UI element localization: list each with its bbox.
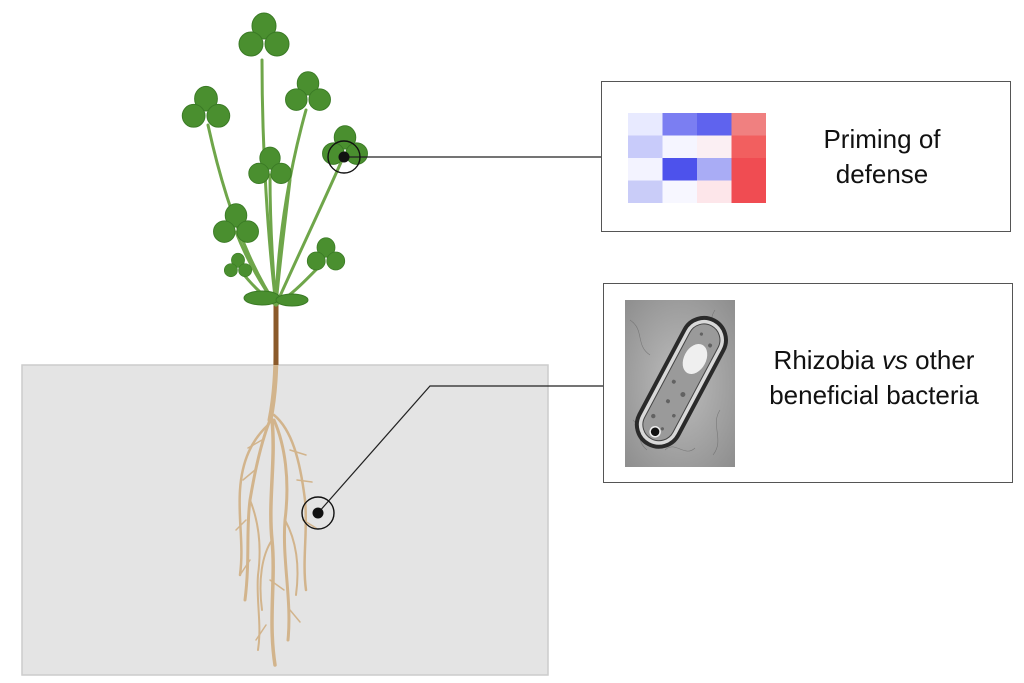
heatmap-cell [662, 135, 698, 159]
root-marker [301, 496, 335, 530]
bacteria-label-rhizobia: Rhizobia [773, 345, 882, 375]
heatmap-cell [628, 135, 663, 159]
heatmap-cell [662, 113, 698, 136]
heatmap-cell [731, 135, 766, 159]
bacteria-label: Rhizobia vs other beneficial bacteria [739, 343, 1009, 413]
heatmap-cell [662, 158, 698, 181]
leaf-marker [327, 140, 361, 174]
bacteria-callout-box: Rhizobia vs other beneficial bacteria [603, 283, 1013, 483]
heatmap-cell [662, 180, 698, 203]
heatmap-cell [697, 113, 732, 136]
heatmap-cell [628, 158, 663, 181]
bacteria-label-other: other [907, 345, 975, 375]
heatmap-cell [697, 135, 732, 159]
defense-label-line2: defense [835, 159, 929, 189]
heatmap-cell [697, 180, 732, 203]
heatmap-cell [731, 158, 766, 181]
plant-leaves [181, 12, 368, 307]
heatmap-cell [697, 158, 732, 181]
bacterium-micrograph [625, 300, 735, 467]
bacteria-label-line2: beneficial bacteria [769, 380, 979, 410]
expression-heatmap [628, 113, 766, 203]
heatmap-cell [731, 180, 766, 203]
bacteria-label-line1: Rhizobia vs other [739, 343, 1009, 378]
root-connector-line [317, 385, 603, 514]
heatmap-cell [731, 113, 766, 136]
heatmap-cell [628, 113, 663, 136]
defense-label: Priming of defense [777, 122, 987, 192]
heatmap-cell [628, 180, 663, 203]
defense-callout-box: Priming of defense [601, 81, 1011, 232]
defense-label-line1: Priming of [823, 124, 941, 154]
bacteria-label-vs: vs [881, 345, 908, 375]
connector-lines [317, 156, 603, 514]
